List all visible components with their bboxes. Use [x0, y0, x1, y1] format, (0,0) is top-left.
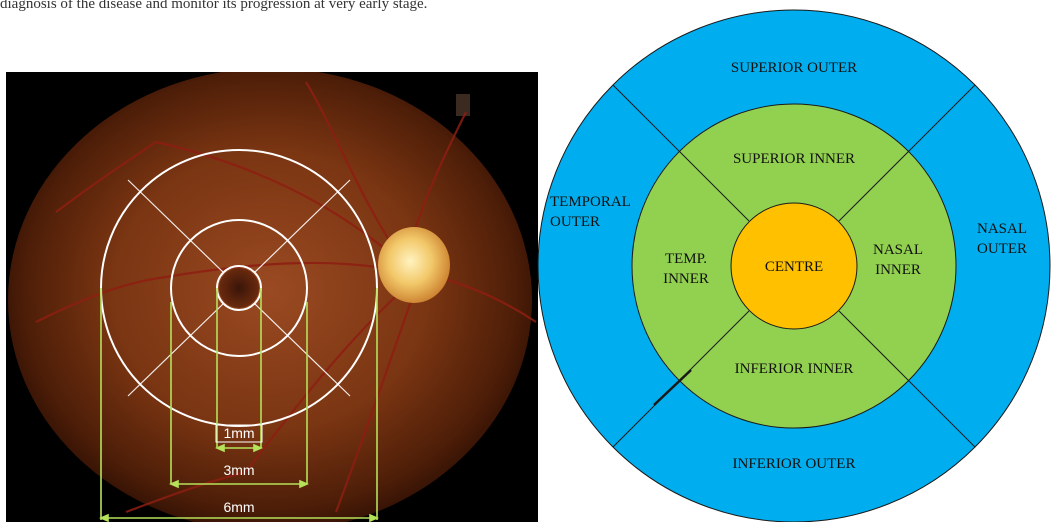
temporal-inner-label-line2: INNER	[663, 271, 709, 287]
fundus-photo: 1mm 3mm 6mm	[6, 72, 538, 522]
inferior-outer-label: INFERIOR OUTER	[733, 456, 856, 472]
temporal-inner-label-line1: TEMP.	[665, 251, 707, 267]
superior-outer-label: SUPERIOR OUTER	[731, 60, 857, 76]
label-1mm: 1mm	[223, 425, 254, 441]
temporal-outer-label-line1: TEMPORAL	[550, 194, 631, 210]
superior-inner-label: SUPERIOR INNER	[733, 151, 855, 167]
etdrs-grid-diagram: SUPERIOR OUTER INFERIOR OUTER TEMPORAL O…	[536, 0, 1053, 522]
fundus-illustration: 1mm 3mm 6mm	[6, 72, 538, 522]
centre-label: CENTRE	[765, 259, 823, 275]
fundus-notch	[456, 94, 470, 116]
fovea	[219, 268, 259, 308]
nasal-outer-label-line2: OUTER	[977, 241, 1027, 257]
nasal-inner-label-line2: INNER	[875, 262, 921, 278]
label-6mm: 6mm	[223, 499, 254, 515]
header-text-snippet: diagnosis of the disease and monitor its…	[0, 0, 427, 13]
temporal-outer-label-line2: OUTER	[550, 214, 600, 230]
optic-disc	[378, 227, 450, 303]
label-3mm: 3mm	[223, 462, 254, 478]
nasal-inner-label-line1: NASAL	[873, 242, 923, 258]
inferior-inner-label: INFERIOR INNER	[735, 361, 854, 377]
nasal-outer-label-line1: NASAL	[977, 221, 1027, 237]
